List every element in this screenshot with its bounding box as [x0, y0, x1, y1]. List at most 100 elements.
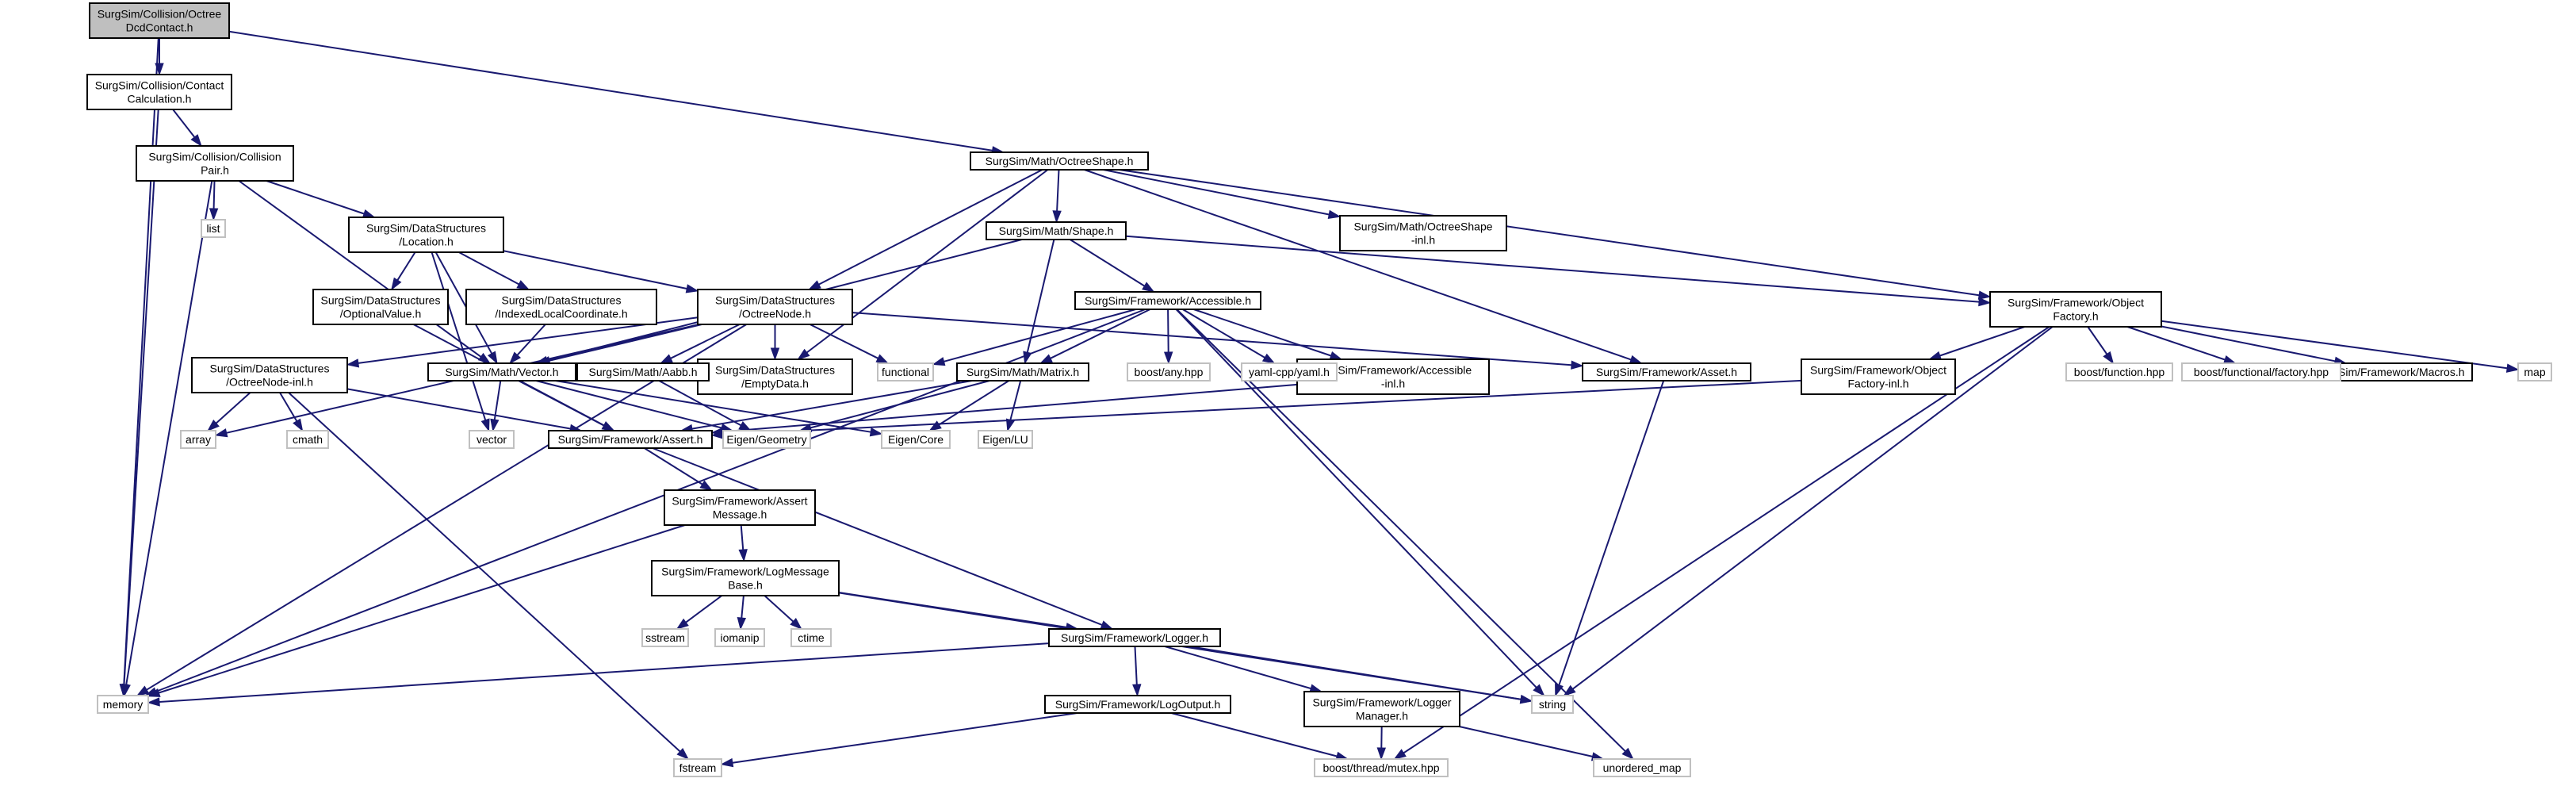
- node-label-line: /EmptyData.h: [741, 378, 809, 390]
- node-label-line: unordered_map: [1603, 761, 1682, 774]
- node-vector: vector: [469, 430, 515, 449]
- node-box: [1127, 362, 1211, 381]
- edges-layer: [119, 30, 2520, 768]
- edge-arrowhead: [699, 480, 713, 491]
- node-macros[interactable]: SurgSim/Framework/Macros.h: [2306, 362, 2473, 381]
- edge-logger-to-memory: [147, 642, 1050, 707]
- edge-logmsgbase-to-sstream: [676, 595, 722, 630]
- node-accessible[interactable]: SurgSim/Framework/Accessible.h: [1074, 291, 1261, 310]
- edge-line: [215, 392, 251, 424]
- node-box: [714, 628, 765, 647]
- node-octreeinl[interactable]: SurgSim/DataStructures/OctreeNode-inl.h: [191, 357, 348, 393]
- edge-vector_h-to-asserth: [518, 380, 615, 431]
- node-label-line: boost/any.hpp: [1135, 366, 1204, 378]
- edge-logmsgbase-to-iomanip: [737, 595, 747, 631]
- edge-line: [810, 324, 878, 359]
- node-label-line: vector: [477, 433, 507, 446]
- node-assetsh[interactable]: SurgSim/Framework/Asset.h: [1582, 362, 1751, 381]
- node-boostany: boost/any.hpp: [1127, 362, 1211, 381]
- node-octreeshape[interactable]: SurgSim/Math/OctreeShape.h: [970, 151, 1149, 171]
- node-box: [465, 289, 657, 325]
- node-box: [2181, 362, 2341, 381]
- edge-line: [1176, 309, 1626, 752]
- node-box: [1048, 628, 1221, 647]
- edge-arrowhead: [1005, 418, 1016, 432]
- node-shape[interactable]: SurgSim/Math/Shape.h: [986, 221, 1127, 240]
- edge-line: [1125, 235, 1980, 303]
- node-emptydata[interactable]: SurgSim/DataStructures/EmptyData.h: [697, 358, 853, 395]
- node-array: array: [180, 430, 216, 449]
- edge-line: [159, 642, 1050, 703]
- edge-line: [431, 251, 487, 421]
- node-logoutput[interactable]: SurgSim/Framework/LogOutput.h: [1044, 695, 1231, 714]
- edge-vector_h-to-eigencore: [555, 380, 883, 437]
- edge-line: [1403, 326, 2050, 754]
- node-asserth[interactable]: SurgSim/Framework/Assert.h: [548, 430, 713, 449]
- node-octreeshapeinl[interactable]: SurgSim/Math/OctreeShape-inl.h: [1339, 215, 1507, 251]
- edge-arrowhead: [659, 354, 673, 364]
- edge-vector_h-to-eigengeom: [535, 380, 734, 432]
- edge-arrowhead: [790, 618, 802, 630]
- edge-line: [346, 388, 571, 430]
- node-label-line: functional: [882, 366, 929, 378]
- edge-root-to-memory: [119, 37, 159, 697]
- node-label-line: /IndexedLocalCoordinate.h: [495, 308, 627, 320]
- node-unorderedmap: unordered_map: [1593, 758, 1691, 777]
- edge-contactcalc-to-collpair: [172, 109, 202, 148]
- edge-arrowhead: [2505, 363, 2520, 373]
- node-box: [881, 430, 951, 449]
- edge-line: [670, 324, 741, 359]
- node-label-line: list: [206, 222, 220, 235]
- edge-accessible-to-matrix: [1039, 309, 1151, 364]
- node-octreenode[interactable]: SurgSim/DataStructures/OctreeNode.h: [697, 289, 853, 325]
- edge-octreenode-to-functional: [810, 324, 890, 364]
- edge-location-to-optval: [391, 251, 416, 291]
- edge-octreenode-to-vector_h: [537, 324, 702, 366]
- node-location[interactable]: SurgSim/DataStructures/Location.h: [348, 217, 504, 253]
- node-box: [790, 628, 832, 647]
- node-eigencore: Eigen/Core: [881, 430, 951, 449]
- node-fstream: fstream: [673, 758, 722, 777]
- edge-arrowhead: [509, 351, 522, 365]
- node-optval[interactable]: SurgSim/DataStructures/OptionalValue.h: [312, 289, 449, 325]
- edge-arrowhead: [391, 277, 402, 291]
- edge-line: [644, 447, 703, 485]
- edge-line: [1056, 169, 1060, 212]
- node-vector_h[interactable]: SurgSim/Math/Vector.h: [427, 362, 576, 381]
- edge-line: [1193, 309, 1332, 357]
- edge-arrowhead: [136, 685, 150, 696]
- node-matrix[interactable]: SurgSim/Math/Matrix.h: [956, 362, 1089, 381]
- node-aabb[interactable]: SurgSim/Math/Aabb.h: [576, 362, 710, 381]
- node-label-line: cmath: [293, 433, 323, 446]
- edge-arrowhead: [516, 280, 530, 290]
- node-label-line: Factory-inl.h: [1847, 378, 1908, 390]
- node-label-line: SurgSim/Framework/Macros.h: [2314, 366, 2464, 378]
- node-logger[interactable]: SurgSim/Framework/Logger.h: [1048, 628, 1221, 647]
- edge-line: [555, 380, 871, 433]
- edge-octreenode-to-emptydata: [770, 324, 780, 361]
- node-box: [697, 289, 853, 325]
- node-idxlocal[interactable]: SurgSim/DataStructures/IndexedLocalCoord…: [465, 289, 657, 325]
- edge-line: [1558, 380, 1665, 686]
- node-box: [722, 430, 811, 449]
- node-box: [89, 2, 230, 39]
- node-label-line: array: [186, 433, 211, 446]
- edge-arrowhead: [676, 618, 689, 630]
- node-label-line: SurgSim/DataStructures: [321, 294, 441, 307]
- edge-line: [691, 380, 973, 430]
- edge-shape-to-accessible: [1070, 239, 1155, 293]
- node-label-line: Calculation.h: [128, 93, 192, 105]
- node-box: [1593, 758, 1691, 777]
- edge-arrowhead: [1132, 684, 1142, 697]
- edge-line: [938, 380, 1010, 426]
- node-label-line: SurgSim/Framework/LogOutput.h: [1055, 698, 1221, 711]
- edge-octreeinl-to-array: [207, 392, 251, 431]
